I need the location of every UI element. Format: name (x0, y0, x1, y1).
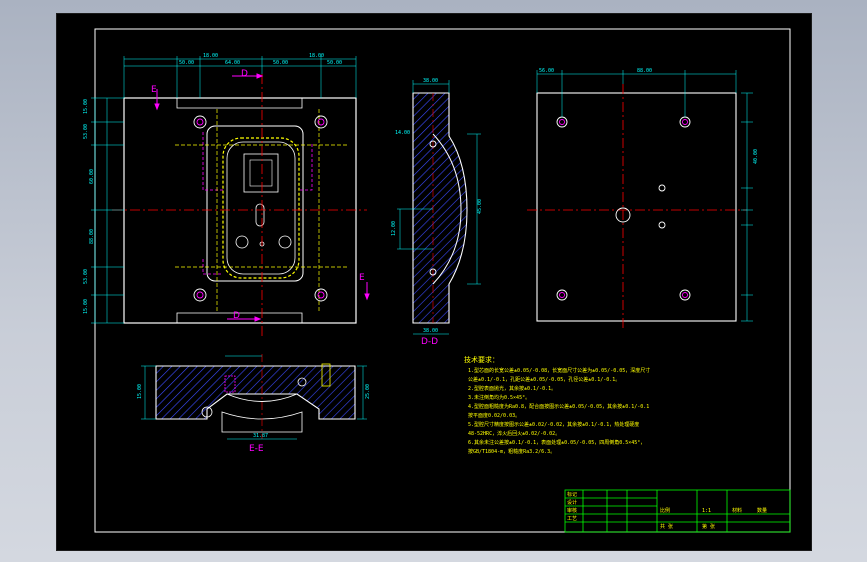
title-block-frame (564, 489, 791, 533)
drawing-canvas (91, 28, 791, 533)
plate-view (527, 70, 753, 329)
plate-outline (123, 97, 357, 324)
cad-viewport[interactable]: D D E E D-D E-E 18.00 50.00 64.00 50.00 … (56, 13, 812, 551)
cavity-profile (222, 137, 300, 279)
section-ee (141, 354, 367, 440)
top-view (91, 56, 370, 339)
pocket-outline (206, 125, 304, 282)
section-dd (397, 80, 481, 335)
